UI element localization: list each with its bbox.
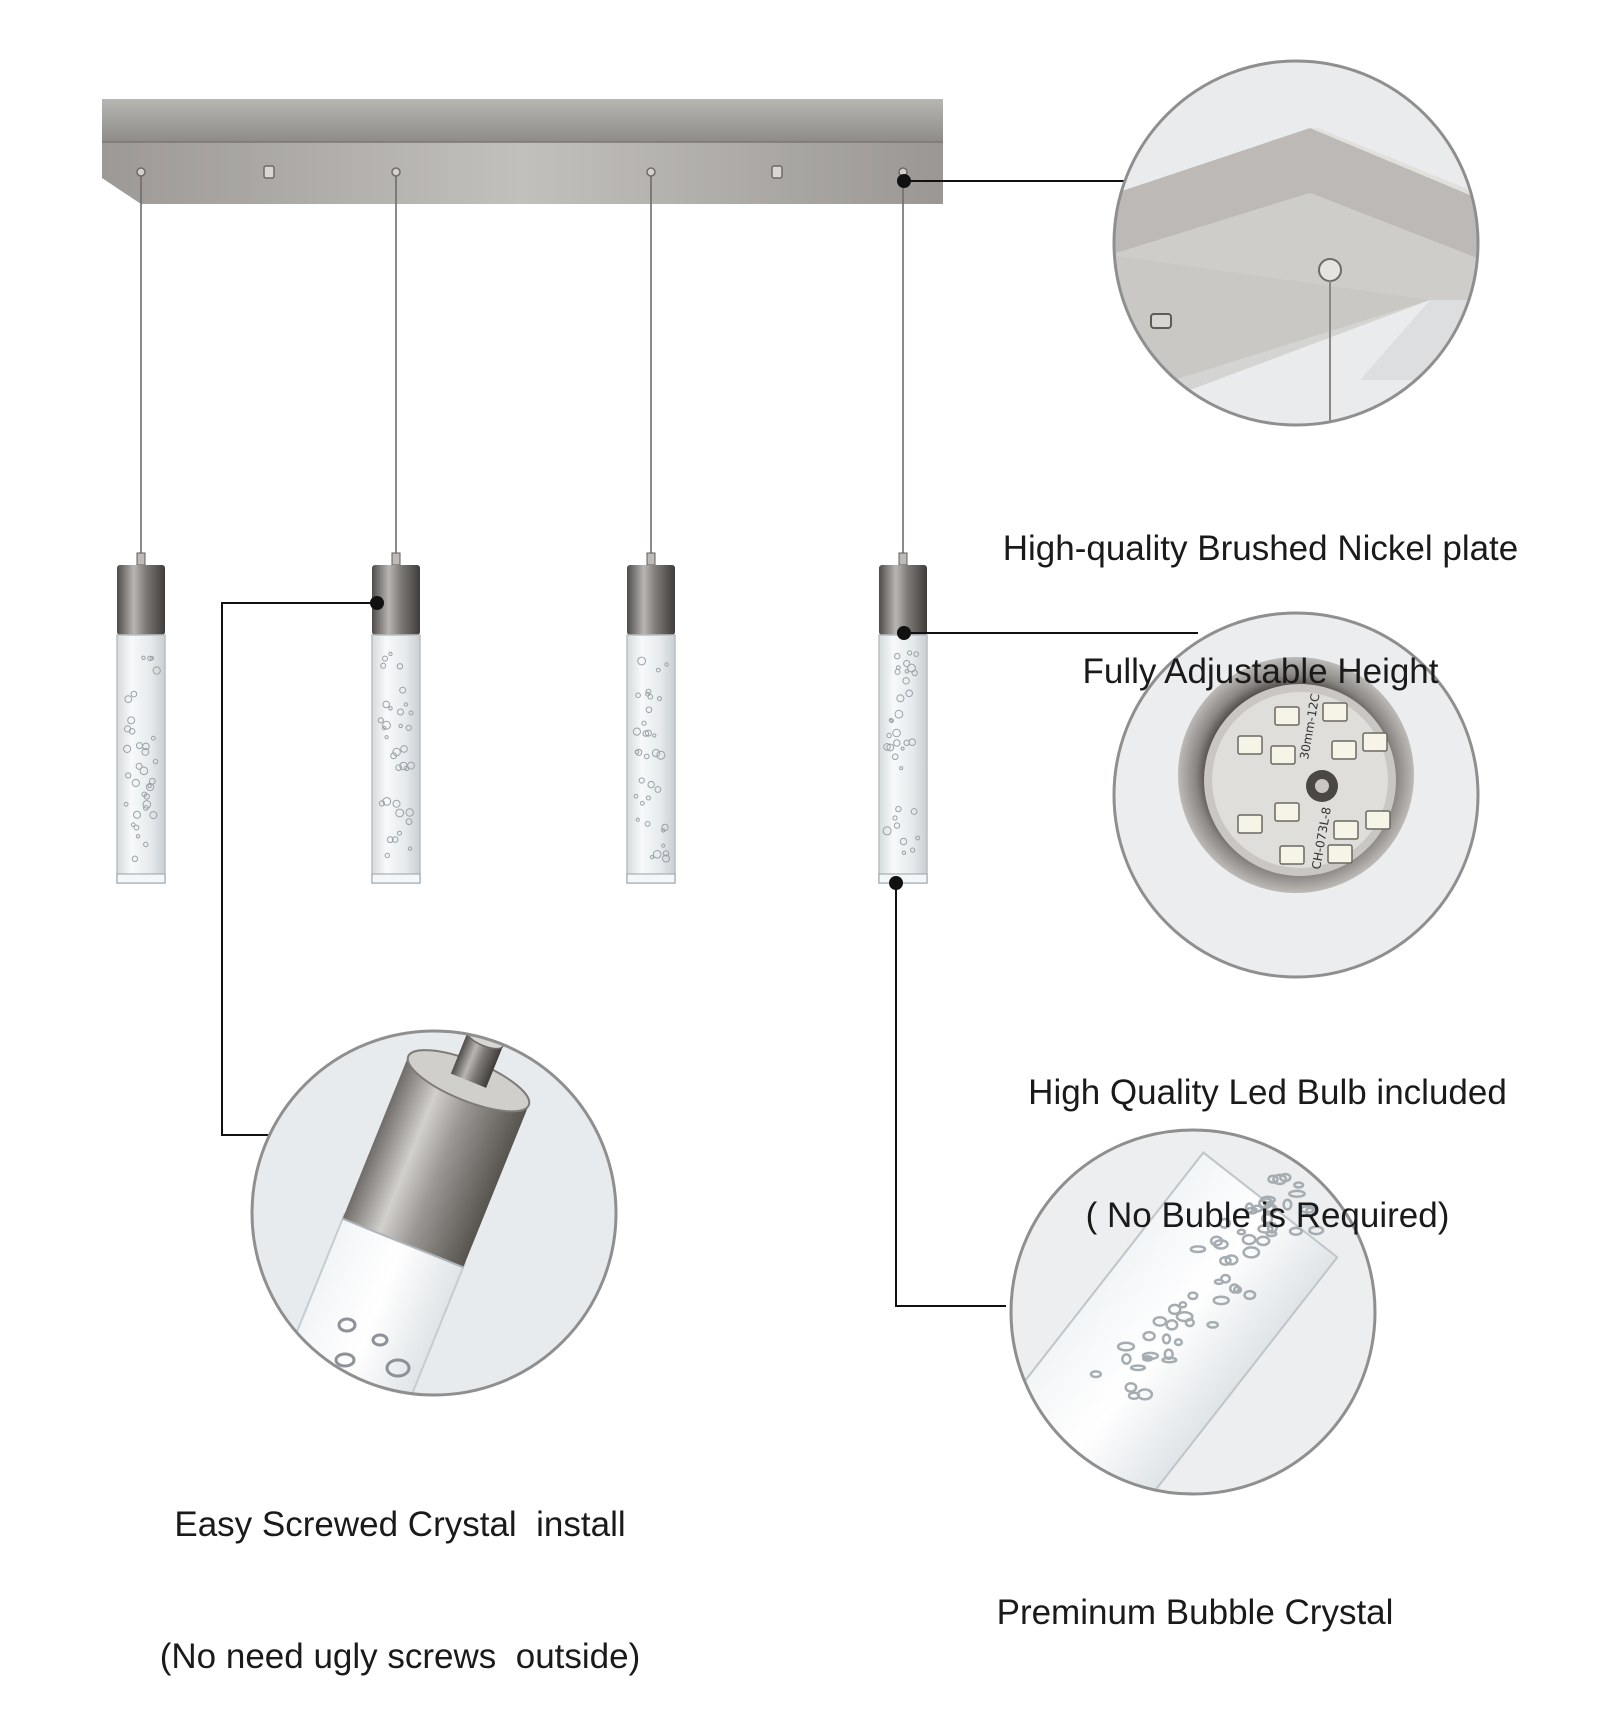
pendant-light: [116, 167, 166, 884]
pendant-light: [371, 167, 421, 884]
callout-line-install: [221, 602, 377, 1136]
ceiling-plate: [102, 99, 943, 204]
plate-caption: High-quality Brushed Nickel plate Fully …: [978, 446, 1543, 733]
callout-lines: [221, 180, 1198, 1307]
bubble-detail-circle: [1009, 1128, 1377, 1496]
bubble-caption-line-1: Preminum Bubble Crystal: [996, 1593, 1394, 1632]
bulb-caption-line-1: High Quality Led Bulb included: [1028, 1073, 1507, 1112]
product-illustration: 30mm-12C CH-073L-8: [102, 59, 1480, 1496]
install-caption: Easy Screwed Crystal install (No need ug…: [120, 1415, 680, 1723]
callout-dots: [370, 174, 911, 890]
pendant-light: [626, 167, 676, 884]
install-caption-line-1: Easy Screwed Crystal install: [174, 1505, 626, 1544]
bulb-caption: High Quality Led Bulb included ( No Bubl…: [1005, 990, 1530, 1277]
bulb-caption-line-2: ( No Buble is Required): [1085, 1196, 1450, 1235]
crystal-bubbles: [1089, 1172, 1335, 1401]
callout-line-bubble: [895, 883, 1006, 1307]
plate-screw: [263, 165, 783, 179]
bubble-caption: Preminum Bubble Crystal: [970, 1510, 1420, 1674]
bulb-detail-circle: 30mm-12C CH-073L-8: [1112, 611, 1480, 979]
plate-detail-circle: [1112, 59, 1480, 427]
pendant-lights: [116, 167, 928, 884]
led-chips: [1237, 702, 1391, 865]
install-detail-circle: [250, 1029, 618, 1397]
install-bubbles: [334, 1317, 411, 1378]
plate-caption-line-1: High-quality Brushed Nickel plate: [1002, 529, 1519, 568]
plate-caption-line-2: Fully Adjustable Height: [1082, 652, 1439, 691]
pendant-light: [878, 167, 928, 884]
install-caption-line-2: (No need ugly screws outside): [159, 1637, 641, 1676]
